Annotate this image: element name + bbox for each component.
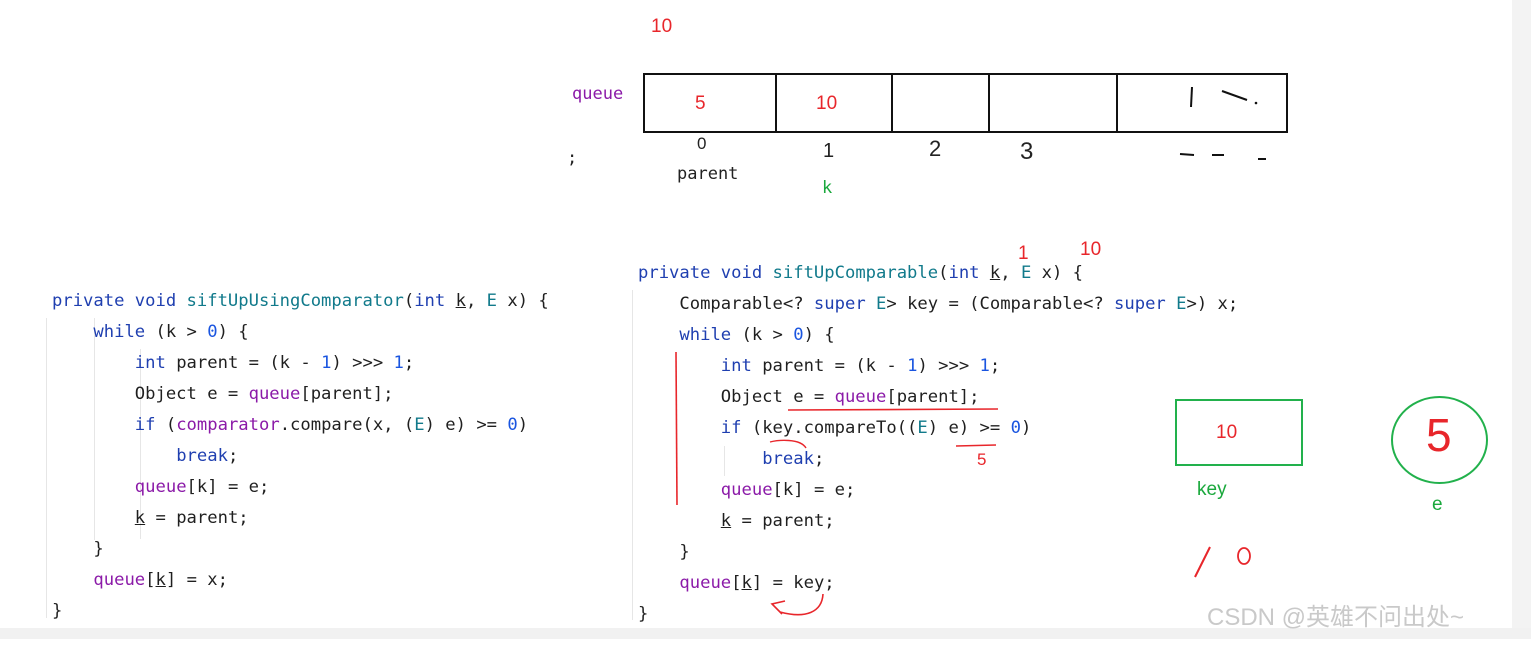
cell-divider — [988, 75, 990, 131]
code-line: while (k > 0) { — [93, 322, 249, 342]
queue-cell-1: 10 — [816, 93, 838, 114]
e-circle: 5 — [1391, 396, 1488, 484]
code-line: k = parent; — [720, 511, 835, 531]
code-line: Object e = queue[parent]; — [52, 384, 394, 404]
code-line: } — [638, 542, 690, 562]
index-1: 1 — [823, 140, 835, 162]
k-arg-annotation: 1 — [1018, 243, 1029, 264]
code-line: private void siftUpUsingComparator(int k… — [52, 291, 549, 311]
code-line: Comparable<? super E> key = (Comparable<… — [638, 294, 1239, 314]
code-line: break; — [176, 446, 239, 466]
code-line: queue[k] = e; — [720, 480, 856, 500]
left-code-block: private void siftUpUsingComparator(int k… — [52, 286, 549, 658]
code-line: queue[k] = e; — [134, 477, 270, 497]
code-line: } — [638, 604, 649, 624]
code-line: while (k > 0) { — [679, 325, 835, 345]
indent-guide — [140, 349, 141, 539]
code-line: queue[k] = x; — [93, 570, 228, 590]
code-line: Object e = queue[parent]; — [638, 387, 980, 407]
x-arg-annotation: 10 — [1080, 239, 1102, 260]
e-label: e — [1432, 494, 1443, 515]
code-line: private void siftUpComparable(int k, E x… — [638, 263, 1084, 283]
index-3: 3 — [1020, 138, 1034, 165]
ellipsis-dashes — [1179, 153, 1266, 160]
parent-label: parent — [677, 164, 739, 184]
code-line: } — [52, 539, 104, 559]
bottom-scroll-strip — [0, 628, 1531, 639]
cell-divider — [1116, 75, 1118, 131]
cell-divider — [891, 75, 893, 131]
indent-guide — [94, 318, 95, 540]
cell-divider — [775, 75, 777, 131]
indent-guide — [46, 318, 47, 618]
result-annotation: 10 — [1195, 543, 1196, 544]
code-line: int parent = (k - 1) >>> 1; — [720, 356, 1001, 376]
top-value-annotation: 10 — [651, 16, 673, 37]
handwritten-annotations — [675, 351, 1251, 616]
code-line: } — [52, 601, 63, 621]
right-code-block: private void siftUpComparable(int k, E x… — [638, 258, 1238, 661]
scrollbar-track[interactable] — [1512, 0, 1531, 639]
watermark: CSDN @英雄不问出处~ — [1207, 604, 1465, 631]
indent-guide — [724, 446, 725, 476]
index-0: 0 — [697, 134, 707, 153]
semicolon-mark: ; — [567, 148, 578, 168]
code-line: if (comparator.compare(x, (E) e) >= 0) — [134, 415, 529, 435]
indent-guide — [632, 290, 633, 620]
code-line: int parent = (k - 1) >>> 1; — [134, 353, 415, 373]
queue-label: queue — [572, 84, 624, 104]
ellipsis-mark — [1190, 86, 1258, 108]
code-line: queue[k] = key; — [679, 573, 835, 593]
index-2: 2 — [929, 136, 942, 161]
compare-annotation: 5 — [977, 450, 987, 469]
key-label: key — [1197, 479, 1227, 500]
queue-array-diagram: 5 10 — [643, 73, 1288, 133]
code-line: k = parent; — [134, 508, 249, 528]
e-circle-value: 5 — [1426, 409, 1452, 461]
key-box: 10 — [1175, 399, 1303, 466]
key-box-value: 10 — [1216, 422, 1238, 443]
code-line: break; — [762, 449, 825, 469]
code-line: if (key.compareTo((E) e) >= 0) — [720, 418, 1032, 438]
queue-cell-0: 5 — [695, 93, 706, 114]
k-label: k — [822, 178, 833, 198]
